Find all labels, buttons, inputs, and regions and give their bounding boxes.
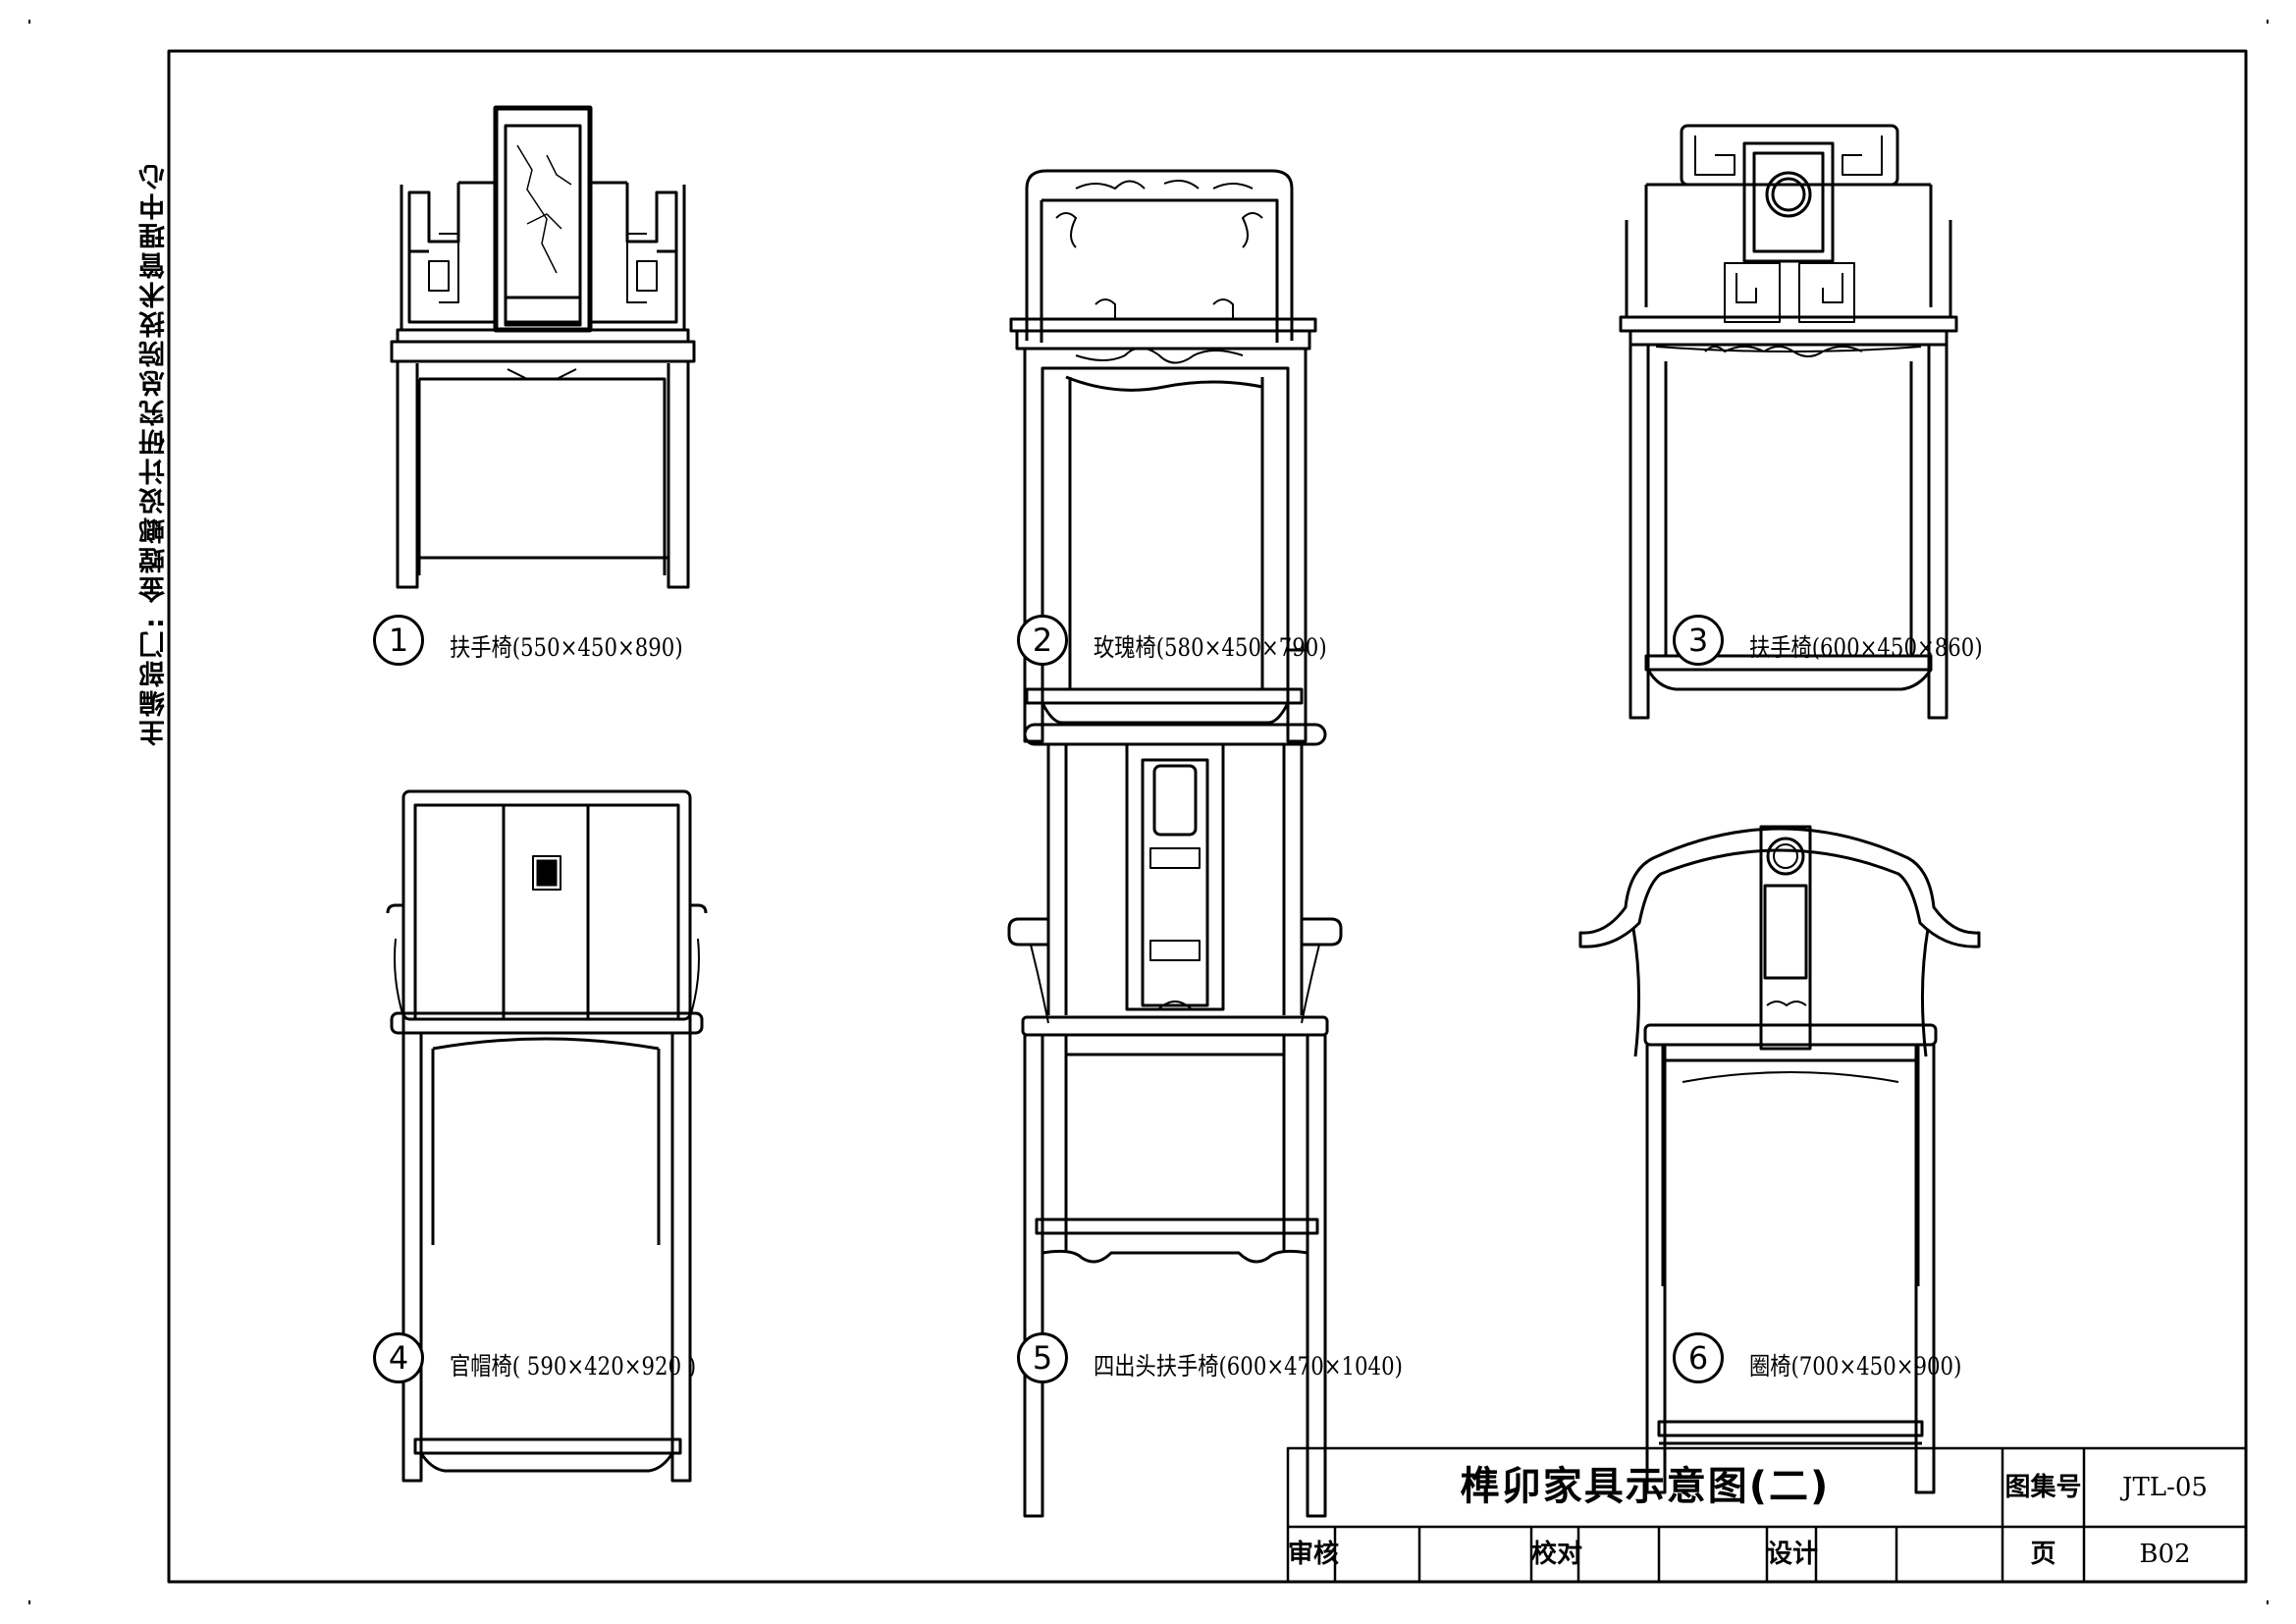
armchair-screen-back-icon bbox=[390, 105, 696, 589]
official-hat-chair-icon bbox=[386, 789, 708, 1483]
four-protruding-armchair-icon bbox=[1007, 723, 1343, 1518]
title-block-grid bbox=[1286, 1446, 2248, 1584]
check-label: 校对 bbox=[1531, 1540, 1583, 1569]
editor-department-label: 主编部门: 金螳螂设计研究总院技术管理中心 bbox=[139, 160, 170, 746]
chair-caption-5: 四出头扶手椅(600×470×1040) bbox=[1094, 1352, 1403, 1380]
chair-caption-3: 扶手椅(600×450×860) bbox=[1749, 633, 1983, 662]
page-value: B02 bbox=[2139, 1540, 2191, 1569]
atlas-number-value: JTL-05 bbox=[2122, 1473, 2208, 1502]
chair-number-4: 4 bbox=[373, 1332, 424, 1383]
chair-caption-1: 扶手椅(550×450×890) bbox=[450, 633, 683, 662]
drawing-frame bbox=[167, 49, 2248, 1584]
page-label: 页 bbox=[2030, 1540, 2056, 1569]
chair-caption-4: 官帽椅( 590×420×920 ) bbox=[450, 1352, 697, 1380]
chair-number-2: 2 bbox=[1017, 615, 1068, 666]
armchair-fret-back-icon bbox=[1619, 124, 1958, 720]
review-label: 审核 bbox=[1288, 1540, 1340, 1569]
atlas-number-label: 图集号 bbox=[2004, 1473, 2082, 1502]
horseshoe-chair-icon bbox=[1578, 825, 1981, 1494]
chair-number-6: 6 bbox=[1673, 1332, 1724, 1383]
design-label: 设计 bbox=[1767, 1540, 1819, 1569]
chair-number-5: 5 bbox=[1017, 1332, 1068, 1383]
corner-marks bbox=[28, 20, 2269, 1604]
rose-chair-icon bbox=[1009, 169, 1317, 743]
chair-number-3: 3 bbox=[1673, 615, 1724, 666]
chair-number-1: 1 bbox=[373, 615, 424, 666]
chair-caption-6: 圈椅(700×450×900) bbox=[1749, 1352, 1962, 1380]
drawing-title: 榫卯家具示意图(二) bbox=[1460, 1464, 1831, 1509]
chair-caption-2: 玫瑰椅(580×450×790) bbox=[1094, 633, 1327, 662]
